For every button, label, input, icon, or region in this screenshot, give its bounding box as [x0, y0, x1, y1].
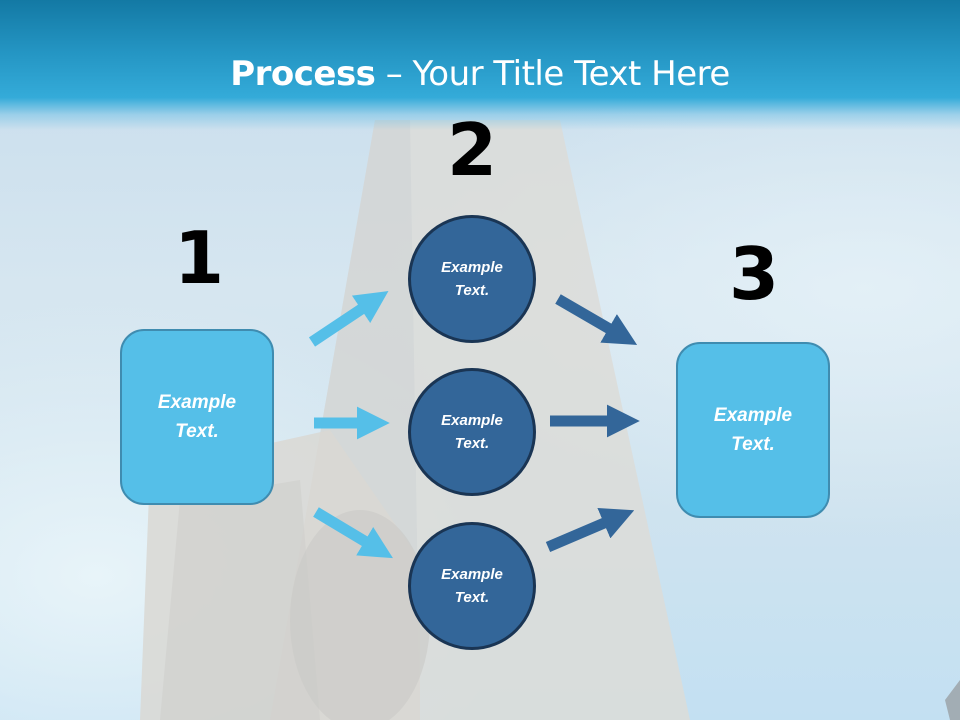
step-1-box[interactable]: Example Text.	[120, 329, 274, 505]
step-2-circle-top-text: Example Text.	[441, 259, 503, 299]
step-3-box-text: Example Text.	[713, 405, 793, 455]
title-rest: – Your Title Text Here	[375, 54, 731, 94]
step-2-circle-middle-text: Example Text.	[441, 412, 503, 452]
step-3-box[interactable]: Example Text.	[676, 342, 830, 518]
title-bold: Process	[230, 54, 376, 94]
arrow-up-right-icon	[308, 291, 389, 347]
step-2-circle-bottom-text: Example Text.	[441, 566, 503, 606]
arrow-down-right-dark-icon	[555, 294, 638, 345]
step-2-circle-top[interactable]: Example Text.	[408, 215, 536, 343]
step-number-2: 2	[446, 108, 498, 192]
step-number-3: 3	[728, 232, 780, 316]
arrow-down-right-icon	[313, 507, 393, 559]
step-number-1: 1	[173, 216, 225, 300]
step-2-circle-middle[interactable]: Example Text.	[408, 368, 536, 496]
title-bar	[0, 0, 960, 130]
step-1-box-text: Example Text.	[157, 392, 237, 442]
page-title: Process – Your Title Text Here	[0, 52, 960, 96]
step-2-circle-bottom[interactable]: Example Text.	[408, 522, 536, 650]
arrow-up-right-dark-icon	[545, 508, 635, 553]
